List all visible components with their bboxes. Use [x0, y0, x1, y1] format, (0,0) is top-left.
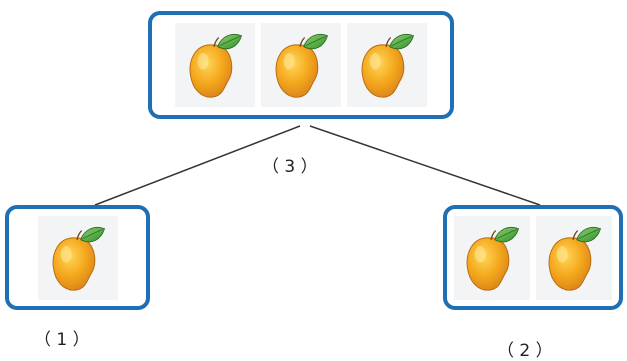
parent-group-box	[148, 11, 454, 119]
right-group-box	[443, 205, 623, 310]
mango-icon	[46, 221, 110, 295]
mango-tile	[454, 215, 530, 300]
mango-icon	[460, 221, 524, 295]
mango-tile	[261, 23, 341, 107]
mango-icon	[183, 28, 247, 102]
mango-tile	[175, 23, 255, 107]
connector-line-left	[94, 125, 301, 206]
right-count-label: （ 2 ）	[497, 341, 553, 361]
connector-line-right	[309, 125, 541, 206]
mango-icon	[542, 221, 606, 295]
left-count-label: （ 1 ）	[34, 330, 90, 350]
left-group-box	[5, 205, 150, 310]
mango-tile	[37, 215, 118, 300]
mango-icon	[355, 28, 419, 102]
parent-count-label: （ 3 ）	[262, 157, 318, 177]
mango-icon	[269, 28, 333, 102]
mango-tile	[347, 23, 427, 107]
mango-tile	[536, 215, 612, 300]
